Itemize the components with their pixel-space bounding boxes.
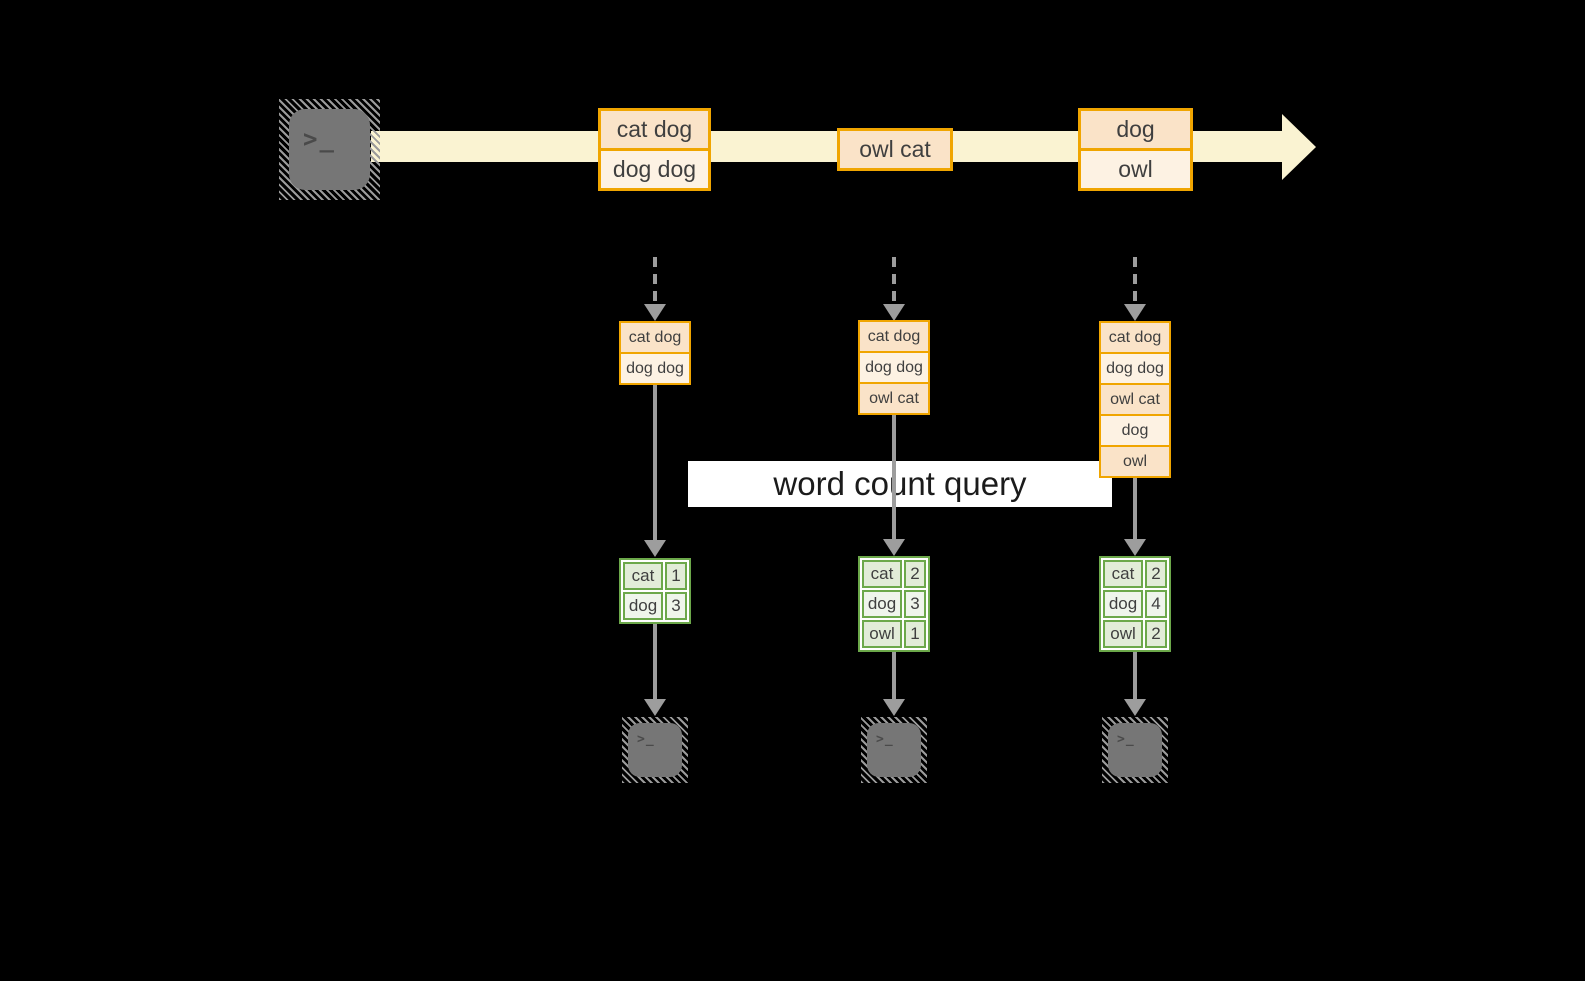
stream-batch-2: owl cat xyxy=(837,128,953,171)
query-arrow-3 xyxy=(1133,477,1137,540)
terminal-screen: >_ xyxy=(867,723,921,777)
dashed-arrow-3 xyxy=(1133,257,1137,305)
box-row: dog dog xyxy=(621,352,689,383)
count-cell: 1 xyxy=(904,620,926,648)
box-row: owl xyxy=(1101,445,1169,476)
terminal-sink-1-icon: >_ xyxy=(622,717,688,783)
output-arrow-2 xyxy=(892,652,896,700)
count-cell: 3 xyxy=(904,590,926,618)
word-cell: cat xyxy=(623,562,663,590)
count-cell: 3 xyxy=(665,592,687,620)
box-row: dog dog xyxy=(601,148,708,188)
terminal-prompt-icon: >_ xyxy=(1117,732,1135,747)
box-row: owl cat xyxy=(860,382,928,413)
dashed-arrow-1 xyxy=(653,257,657,305)
box-row: owl cat xyxy=(840,131,950,168)
count-cell: 2 xyxy=(1145,620,1167,648)
output-arrowhead-2-icon xyxy=(883,699,905,716)
output-arrowhead-1-icon xyxy=(644,699,666,716)
terminal-screen: >_ xyxy=(1108,723,1162,777)
query-arrow-1 xyxy=(653,384,657,541)
terminal-prompt-icon: >_ xyxy=(303,125,336,153)
terminal-screen: >_ xyxy=(289,109,370,190)
terminal-prompt-icon: >_ xyxy=(876,732,894,747)
output-arrowhead-3-icon xyxy=(1124,699,1146,716)
count-cell: 4 xyxy=(1145,590,1167,618)
terminal-screen: >_ xyxy=(628,723,682,777)
dashed-arrowhead-2-icon xyxy=(883,304,905,321)
query-arrowhead-1-icon xyxy=(644,540,666,557)
box-row: dog dog xyxy=(860,351,928,382)
box-row: dog dog xyxy=(1101,352,1169,383)
terminal-source-icon: >_ xyxy=(279,99,380,200)
word-cell: owl xyxy=(862,620,902,648)
query-arrow-2 xyxy=(892,414,896,540)
word-cell: dog xyxy=(623,592,663,620)
dashed-arrow-2 xyxy=(892,257,896,305)
box-row: cat dog xyxy=(601,111,708,148)
terminal-sink-2-icon: >_ xyxy=(861,717,927,783)
output-arrow-1 xyxy=(653,624,657,700)
count-cell: 1 xyxy=(665,562,687,590)
query-arrowhead-3-icon xyxy=(1124,539,1146,556)
box-row: cat dog xyxy=(1101,323,1169,352)
dashed-arrowhead-1-icon xyxy=(644,304,666,321)
box-row: owl cat xyxy=(1101,383,1169,414)
terminal-prompt-icon: >_ xyxy=(637,732,655,747)
count-cell: 2 xyxy=(1145,560,1167,588)
count-cell: 2 xyxy=(904,560,926,588)
word-cell: owl xyxy=(1103,620,1143,648)
word-cell: dog xyxy=(1103,590,1143,618)
input-stream-arrowhead-icon xyxy=(1282,114,1316,180)
word-cell: dog xyxy=(862,590,902,618)
word-cell: cat xyxy=(862,560,902,588)
dashed-arrowhead-3-icon xyxy=(1124,304,1146,321)
box-row: cat dog xyxy=(621,323,689,352)
query-arrowhead-2-icon xyxy=(883,539,905,556)
box-row: dog xyxy=(1081,111,1190,148)
output-arrow-3 xyxy=(1133,652,1137,700)
query-label: word count query xyxy=(688,461,1112,507)
box-row: dog xyxy=(1101,414,1169,445)
box-row: owl xyxy=(1081,148,1190,188)
word-cell: cat xyxy=(1103,560,1143,588)
terminal-sink-3-icon: >_ xyxy=(1102,717,1168,783)
box-row: cat dog xyxy=(860,322,928,351)
